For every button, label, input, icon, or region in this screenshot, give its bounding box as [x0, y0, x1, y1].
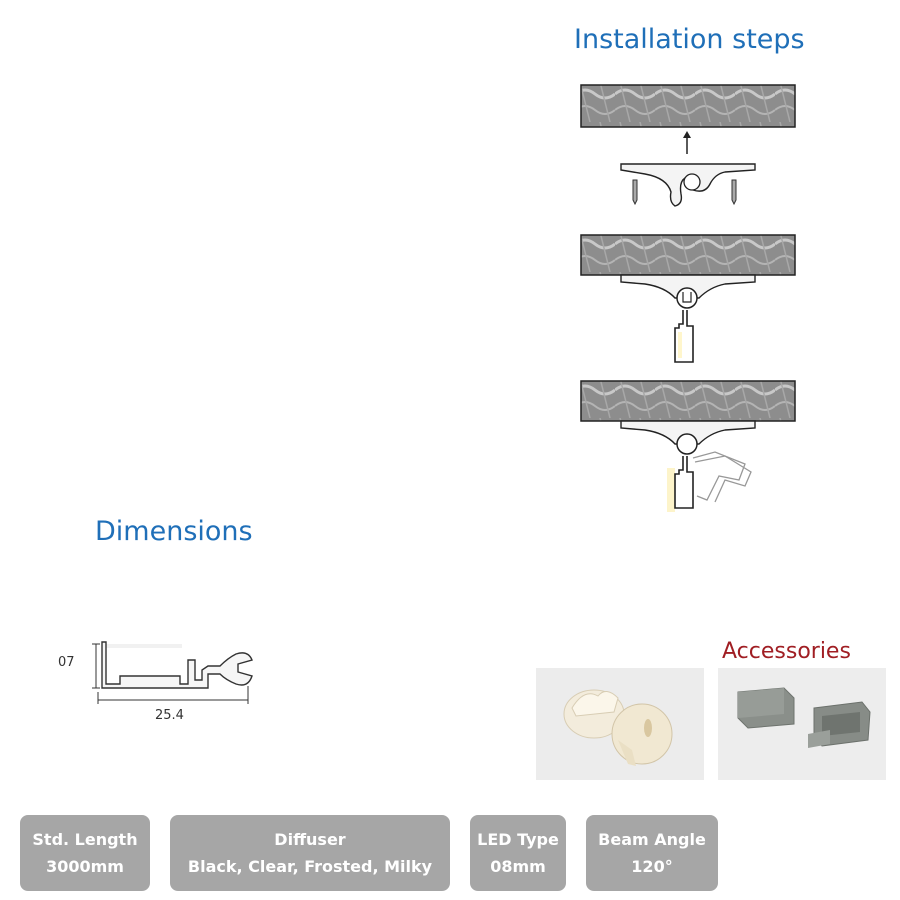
- mounting-clip-photo: [536, 668, 704, 780]
- installation-step-1-diagram: [580, 84, 796, 207]
- ceiling-board: [580, 84, 796, 128]
- spec-badge-beam-angle: Beam Angle 120°: [586, 815, 718, 891]
- profile-outline: [101, 641, 253, 689]
- led-profile: [674, 310, 694, 363]
- screw-icon: [731, 179, 737, 206]
- dimensions-title: Dimensions: [95, 516, 253, 547]
- screw-icon: [632, 179, 638, 206]
- accessories-title: Accessories: [722, 639, 851, 664]
- spec-value: 3000mm: [46, 857, 124, 876]
- spec-value: 08mm: [490, 857, 546, 876]
- width-dimension-label: 25.4: [155, 708, 184, 723]
- installation-step-2-diagram: [580, 234, 796, 363]
- profile-cross-section-diagram: [92, 641, 253, 704]
- spec-label: LED Type: [477, 830, 559, 849]
- mounting-clip: [620, 420, 756, 445]
- height-dimension-label: 07: [58, 655, 75, 670]
- ceiling-board: [580, 234, 796, 276]
- mounting-clip: [620, 274, 756, 299]
- spec-label: Beam Angle: [598, 830, 706, 849]
- spec-value: Black, Clear, Frosted, Milky: [187, 857, 433, 876]
- installation-step-3-diagram: [580, 380, 796, 512]
- end-caps-photo: [718, 668, 886, 780]
- spec-badge-diffuser: Diffuser Black, Clear, Frosted, Milky: [170, 815, 450, 891]
- spec-label: Diffuser: [274, 830, 346, 849]
- rotation-ghost-profiles: [692, 451, 752, 503]
- light-glow: [667, 468, 675, 512]
- ceiling-board: [580, 380, 796, 422]
- installation-steps-title: Installation steps: [574, 24, 805, 55]
- spec-badge-length: Std. Length 3000mm: [20, 815, 150, 891]
- spec-label: Std. Length: [32, 830, 138, 849]
- spec-value: 120°: [631, 857, 673, 876]
- led-profile: [674, 456, 694, 509]
- spec-badge-led-type: LED Type 08mm: [470, 815, 566, 891]
